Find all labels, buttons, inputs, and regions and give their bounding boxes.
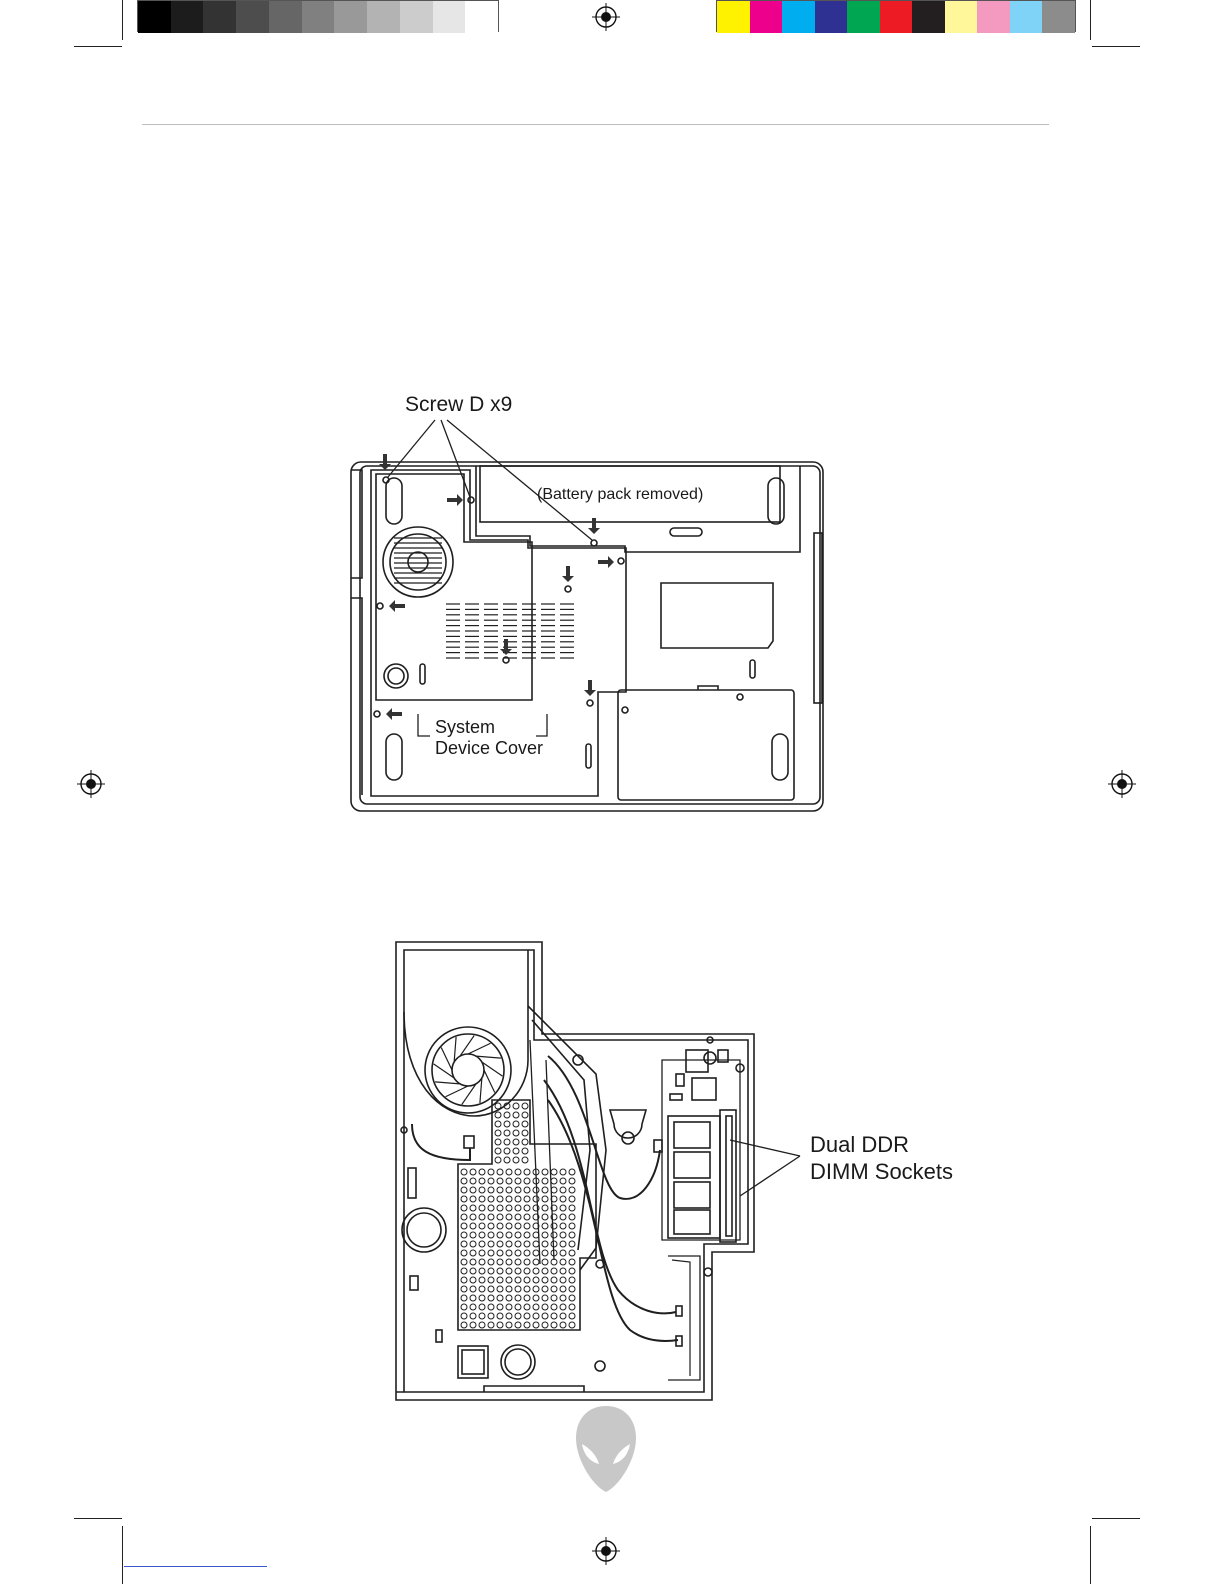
calibration-swatch (138, 1, 171, 33)
system-cover-label-line2: Device Cover (435, 738, 543, 759)
battery-label: (Battery pack removed) (537, 486, 703, 504)
calibration-swatch (782, 1, 815, 33)
calibration-swatch (977, 1, 1010, 33)
calibration-swatch (717, 1, 750, 33)
dimm-label-line1: Dual DDR (810, 1131, 953, 1158)
color-calibration-bar (716, 0, 1076, 32)
registration-mark-bottom (592, 1537, 620, 1565)
footer-blue-rule (124, 1566, 267, 1567)
calibration-swatch (1010, 1, 1043, 33)
registration-mark-right (1108, 770, 1136, 798)
dimm-sockets-label: Dual DDR DIMM Sockets (810, 1131, 953, 1185)
calibration-swatch (334, 1, 367, 33)
calibration-swatch (400, 1, 433, 33)
calibration-swatch (880, 1, 913, 33)
calibration-swatch (912, 1, 945, 33)
screw-label: Screw D x9 (405, 393, 512, 417)
calibration-swatch (945, 1, 978, 33)
laptop-underside-drawing (340, 380, 840, 820)
calibration-swatch (236, 1, 269, 33)
calibration-swatch (203, 1, 236, 33)
calibration-swatch (465, 1, 498, 33)
grayscale-calibration-bar (137, 0, 499, 32)
calibration-swatch (433, 1, 466, 33)
calibration-swatch (750, 1, 783, 33)
system-cover-label-line1: System (435, 717, 543, 738)
figure-internal-components: Dual DDR DIMM Sockets (380, 930, 1000, 1410)
system-cover-label: System Device Cover (435, 717, 543, 759)
header-rule (142, 124, 1049, 125)
calibration-swatch (367, 1, 400, 33)
figure-laptop-underside: Screw D x9 (Battery pack removed) System… (340, 380, 840, 820)
calibration-swatch (1042, 1, 1075, 33)
calibration-swatch (302, 1, 335, 33)
calibration-swatch (815, 1, 848, 33)
registration-mark-left (77, 770, 105, 798)
registration-mark-top (592, 3, 620, 31)
dimm-label-line2: DIMM Sockets (810, 1158, 953, 1185)
alien-head-icon (575, 1404, 637, 1494)
calibration-swatch (269, 1, 302, 33)
calibration-swatch (847, 1, 880, 33)
calibration-swatch (171, 1, 204, 33)
